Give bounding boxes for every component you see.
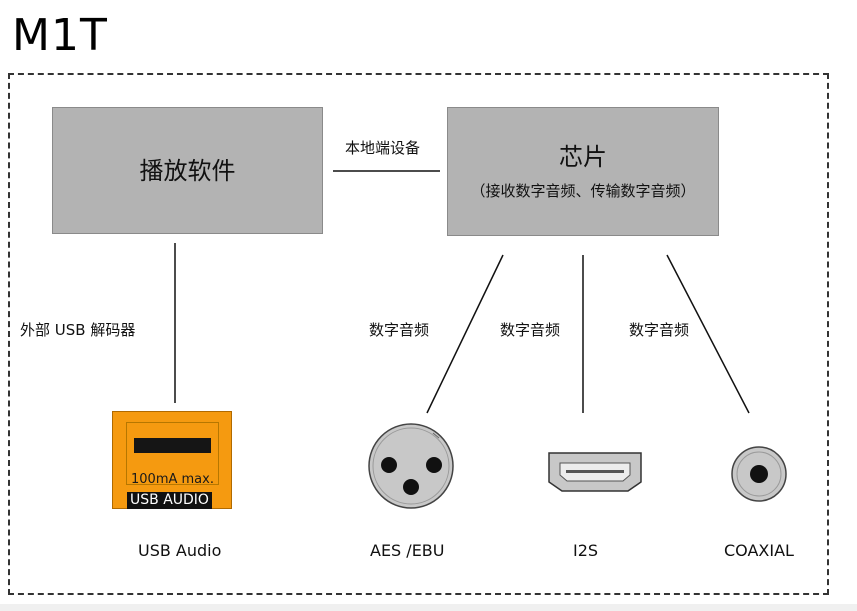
chip-label: 芯片 <box>559 142 607 171</box>
coaxial-caption: COAXIAL <box>724 541 794 560</box>
bottom-strip <box>0 604 857 611</box>
usb-audio-badge: USB AUDIO <box>127 492 212 509</box>
external-usb-decoder-label: 外部 USB 解码器 <box>20 321 136 339</box>
usb-port-icon: 100mA max. USB AUDIO <box>112 411 232 509</box>
digital-audio-label-i2s: 数字音频 <box>500 321 561 339</box>
xlr-connector-icon <box>368 423 454 509</box>
playback-software-label: 播放软件 <box>139 156 236 185</box>
usb-current-rating: 100mA max. <box>131 472 214 487</box>
digital-audio-label-aes: 数字音频 <box>369 321 430 339</box>
usb-port-frame <box>126 422 219 485</box>
usb-audio-caption: USB Audio <box>138 541 222 560</box>
chip-sublabel: （接收数字音频、传输数字音频） <box>470 181 696 200</box>
aes-ebu-caption: AES /EBU <box>370 541 445 560</box>
hdmi-connector-icon <box>548 452 642 492</box>
chip-box: 芯片 （接收数字音频、传输数字音频） <box>447 107 719 236</box>
page-title: M1T <box>12 10 108 61</box>
coaxial-connector-icon <box>731 446 787 502</box>
digital-audio-label-coaxial: 数字音频 <box>629 321 690 339</box>
device-boundary <box>8 73 829 595</box>
chip-aes-link <box>426 254 504 414</box>
chip-coaxial-link <box>666 254 750 414</box>
playback-software-box: 播放软件 <box>52 107 323 234</box>
local-device-label: 本地端设备 <box>345 139 421 157</box>
usb-slot <box>134 438 211 453</box>
i2s-caption: I2S <box>573 541 599 560</box>
